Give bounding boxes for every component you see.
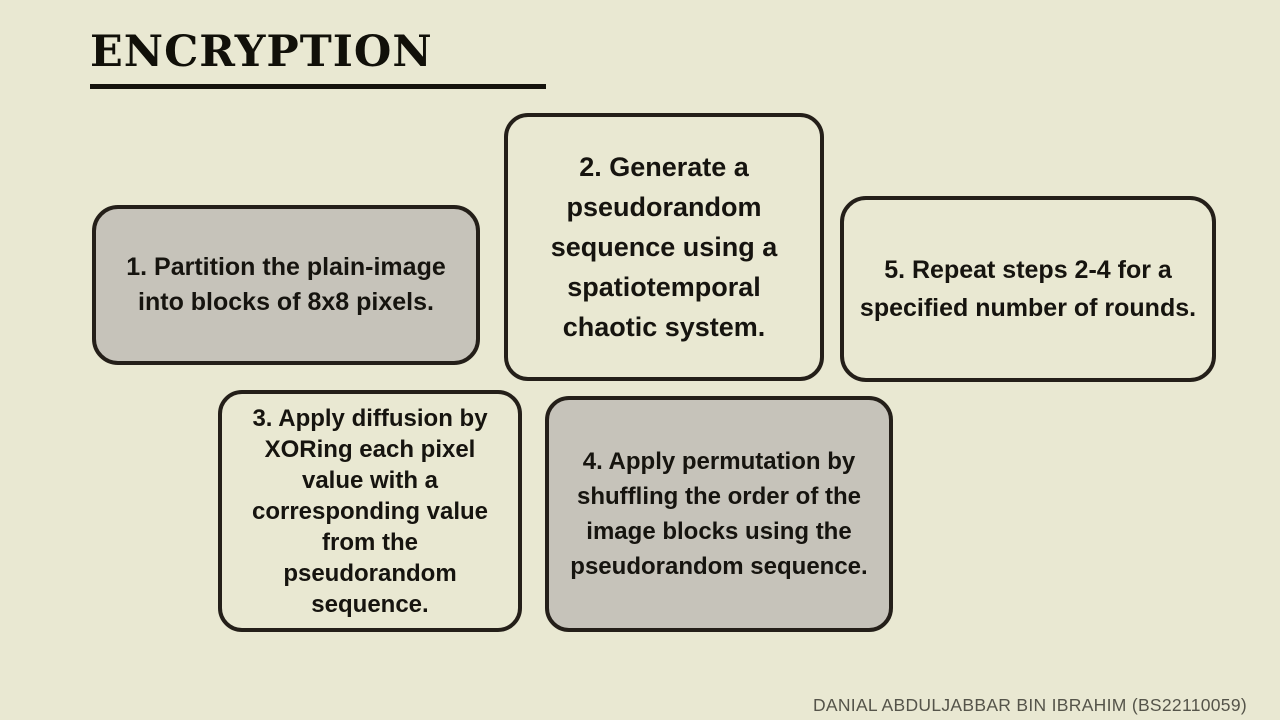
title-underline-rule [90,84,546,89]
step-box-5-repeat-rounds: 5. Repeat steps 2-4 for a specified numb… [840,196,1216,382]
page-title: Encryption [90,8,433,81]
step-box-5-text: 5. Repeat steps 2-4 for a specified numb… [859,256,1197,322]
step-box-2-generate-sequence: 2. Generate a pseudorandom sequence usin… [504,113,824,381]
title-block: Encryption [90,14,730,76]
step-box-3-text: 3. Apply diffusion by XORing each pixel … [251,404,489,618]
step-box-4-text: 4. Apply permutation by shuffling the or… [570,448,868,580]
step-box-1-text: 1. Partition the plain-image into blocks… [126,253,446,316]
step-box-4-permutation: 4. Apply permutation by shuffling the or… [545,396,893,632]
step-box-3-diffusion: 3. Apply diffusion by XORing each pixel … [218,390,522,632]
step-box-1-partition: 1. Partition the plain-image into blocks… [92,205,480,365]
step-box-2-text: 2. Generate a pseudorandom sequence usin… [550,152,778,342]
footer-author-credit: DANIAL ABDULJABBAR BIN IBRAHIM (BS221100… [812,695,1247,715]
